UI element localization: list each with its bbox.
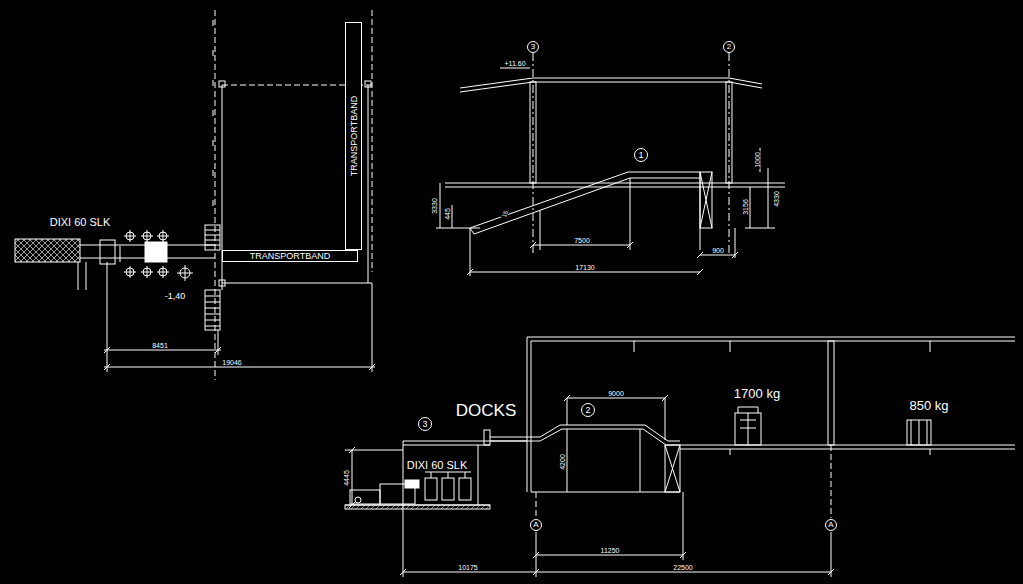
part-label: DIXI 60 SLK [49, 217, 112, 228]
dimension-label: 15 [501, 209, 510, 219]
dixi-units [120, 230, 169, 278]
dimension-label: 9000 [607, 390, 625, 397]
dimension-label: 4200 [559, 453, 566, 471]
dimension-label: +11.60 [503, 60, 526, 67]
node-text: 1 [638, 151, 643, 160]
node-text: TRANSPORTBAND [250, 252, 330, 261]
title-label: DOCKS [455, 402, 517, 419]
dimension-label: 19046 [221, 359, 242, 366]
dimension-label: 445 [444, 207, 451, 221]
dimension-label: 10175 [457, 564, 478, 571]
dimension-label: 3156 [742, 198, 749, 216]
part-label: -1,40 [164, 292, 187, 301]
conveyor-band: TRANSPORTBAND [345, 22, 362, 250]
title-label: 1700 kg [733, 387, 781, 400]
grid-marker: 3 [527, 41, 539, 53]
dimension-label: 4330 [773, 190, 780, 208]
conveyor-band: TRANSPORTBAND [222, 250, 358, 262]
plan-view [15, 10, 375, 380]
dimension-label: 4445 [343, 469, 350, 487]
node-text: 3 [531, 43, 535, 51]
callout-number: 2 [581, 403, 595, 417]
dimension-label: 8451 [151, 342, 169, 349]
part-label: DIXI 60 SLK [406, 460, 469, 471]
grid-marker: A [530, 519, 542, 531]
callout-number: 3 [418, 417, 432, 431]
dimension-label: 17130 [574, 264, 595, 271]
title-label: 850 kg [908, 399, 949, 412]
dimension-label: 3330 [431, 197, 438, 215]
node-text: A [828, 521, 833, 529]
node-text: 2 [727, 43, 731, 51]
dimension-label: 22500 [672, 564, 693, 571]
node-text: 2 [585, 406, 590, 415]
section-view [436, 53, 785, 276]
node-text: TRANSPORTBAND [349, 96, 358, 176]
grid-marker: A [825, 519, 837, 531]
grid-marker: 2 [723, 41, 735, 53]
dimension-label: 7500 [573, 237, 591, 244]
node-text: A [533, 521, 538, 529]
callout-number: 1 [634, 148, 648, 162]
node-text: 3 [422, 420, 427, 429]
dimension-label: 900 [711, 247, 725, 254]
dimension-label: 11250 [600, 547, 621, 554]
long-section [345, 337, 1015, 577]
dimension-label: 1000 [754, 151, 761, 169]
